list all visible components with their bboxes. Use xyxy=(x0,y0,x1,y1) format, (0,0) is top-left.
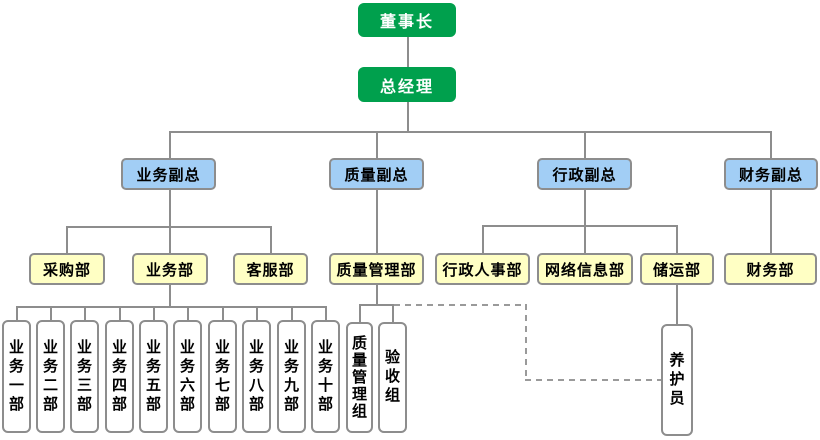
connector xyxy=(187,306,189,320)
node-vp-finance: 财务副总 xyxy=(724,158,818,190)
connector xyxy=(482,225,678,227)
node-biz-unit-8: 业务八部 xyxy=(242,320,271,433)
connector xyxy=(256,306,258,320)
node-vp-admin: 行政副总 xyxy=(537,158,632,190)
node-biz-unit-4: 业务四部 xyxy=(105,320,134,433)
connector xyxy=(16,306,18,320)
connector xyxy=(676,285,678,324)
node-dept-network-info: 网络信息部 xyxy=(537,253,633,285)
connector xyxy=(270,226,272,253)
connector xyxy=(584,225,586,253)
node-dept-purchasing: 采购部 xyxy=(29,253,105,285)
node-biz-unit-6: 业务六部 xyxy=(173,320,202,433)
node-group-acceptance: 验收组 xyxy=(378,322,407,433)
node-dept-service: 客服部 xyxy=(233,253,308,285)
connector xyxy=(66,226,68,253)
connector xyxy=(291,306,293,320)
connector xyxy=(376,285,378,306)
connector xyxy=(392,304,394,322)
connector xyxy=(16,306,327,308)
connector xyxy=(119,306,121,320)
node-dept-admin-hr: 行政人事部 xyxy=(435,253,530,285)
connector xyxy=(482,225,484,253)
connector xyxy=(169,131,772,133)
node-group-quality-mgmt: 质量管理组 xyxy=(346,322,373,433)
node-chairman: 董事长 xyxy=(358,3,456,37)
connector xyxy=(169,285,171,308)
connector xyxy=(376,190,378,253)
node-general-manager: 总经理 xyxy=(358,67,456,102)
connector xyxy=(359,304,361,322)
node-biz-unit-3: 业务三部 xyxy=(70,320,99,433)
connector xyxy=(169,131,171,158)
connector xyxy=(584,190,586,226)
connector xyxy=(169,190,171,227)
node-dept-business: 业务部 xyxy=(132,253,208,285)
dashed-connector xyxy=(525,304,527,381)
node-biz-unit-5: 业务五部 xyxy=(139,320,168,433)
node-biz-unit-1: 业务一部 xyxy=(2,320,31,433)
node-caretaker: 养护员 xyxy=(661,324,693,436)
connector xyxy=(676,225,678,253)
connector xyxy=(84,306,86,320)
connector xyxy=(359,304,394,306)
connector xyxy=(770,131,772,158)
connector xyxy=(169,226,171,253)
node-biz-unit-7: 业务七部 xyxy=(208,320,237,433)
connector xyxy=(325,306,327,320)
node-dept-storage-transport: 储运部 xyxy=(640,253,714,285)
node-vp-quality: 质量副总 xyxy=(329,158,424,190)
connector xyxy=(770,190,772,253)
connector xyxy=(376,131,378,158)
node-biz-unit-10: 业务十部 xyxy=(311,320,340,433)
connector xyxy=(407,37,409,67)
dashed-connector xyxy=(394,304,527,306)
connector xyxy=(50,306,52,320)
node-biz-unit-2: 业务二部 xyxy=(36,320,65,433)
node-vp-business: 业务副总 xyxy=(121,158,216,190)
connector xyxy=(153,306,155,320)
node-dept-quality-mgmt: 质量管理部 xyxy=(329,253,424,285)
dashed-connector xyxy=(525,379,662,381)
connector xyxy=(584,131,586,158)
connector xyxy=(222,306,224,320)
node-biz-unit-9: 业务九部 xyxy=(277,320,306,433)
connector xyxy=(407,102,409,132)
node-dept-finance: 财务部 xyxy=(724,253,817,285)
